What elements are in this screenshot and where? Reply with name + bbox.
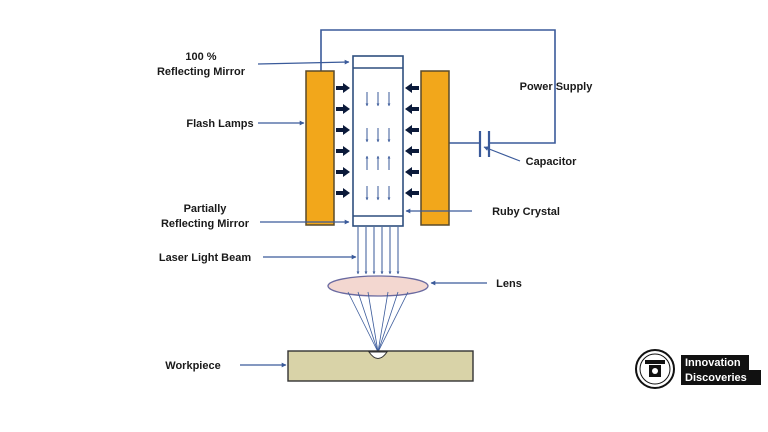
lamp-arrow-icon (405, 167, 419, 177)
focus-ray (357, 291, 379, 353)
capacitor-label: Capacitor (526, 156, 577, 168)
focus-ray (347, 291, 379, 353)
partial-mirror-label-line1: Partially (184, 203, 228, 215)
focus-ray (377, 291, 389, 353)
workpiece-label: Workpiece (165, 360, 220, 372)
pointer-arrows (240, 59, 521, 368)
lamp-arrow-icon (336, 125, 350, 135)
focus-ray (377, 291, 409, 353)
logo-text-box-1 (681, 355, 749, 370)
laser-beam-label: Laser Light Beam (159, 252, 252, 264)
focused-rays (347, 291, 409, 353)
lamp-arrow-icon (336, 104, 350, 114)
lamp-arrow-icon (405, 125, 419, 135)
lens (327, 275, 429, 297)
workpiece (287, 350, 474, 382)
internal-photon-arrows (365, 92, 391, 201)
partial-mirror-label-line2: Reflecting Mirror (161, 218, 250, 230)
reflecting-mirror-label-line1: 100 % (185, 51, 216, 63)
lamp-arrow-icon (405, 104, 419, 114)
lamp-light-arrows (336, 83, 419, 198)
lens-label: Lens (496, 278, 522, 290)
lamp-arrow-icon (405, 188, 419, 198)
logo-text-box-2 (681, 370, 761, 385)
flash-lamps-label: Flash Lamps (186, 118, 253, 130)
power-supply-label: Power Supply (520, 81, 594, 93)
melt-spot (368, 351, 388, 359)
lamp-arrow-icon (405, 83, 419, 93)
capacitor-symbol (478, 131, 491, 157)
logo-text-line2: Discoveries (685, 372, 747, 384)
lamp-arrow-icon (405, 146, 419, 156)
left-flash-lamp (305, 70, 335, 226)
focus-ray (367, 291, 379, 353)
power-circuit-wire (320, 29, 556, 144)
innovation-discoveries-logo: Innovation Discoveries (635, 349, 761, 389)
right-flash-lamp (420, 70, 450, 226)
focus-ray (377, 291, 399, 353)
lamp-arrow-icon (336, 146, 350, 156)
ruby-crystal-label: Ruby Crystal (492, 206, 560, 218)
logo-text-line1: Innovation (685, 357, 741, 369)
lamp-arrow-icon (336, 188, 350, 198)
lamp-arrow-icon (336, 167, 350, 177)
lamp-arrow-icon (336, 83, 350, 93)
laser-beam-lines (356, 227, 400, 275)
reflecting-mirror-label-line2: Reflecting Mirror (157, 66, 246, 78)
